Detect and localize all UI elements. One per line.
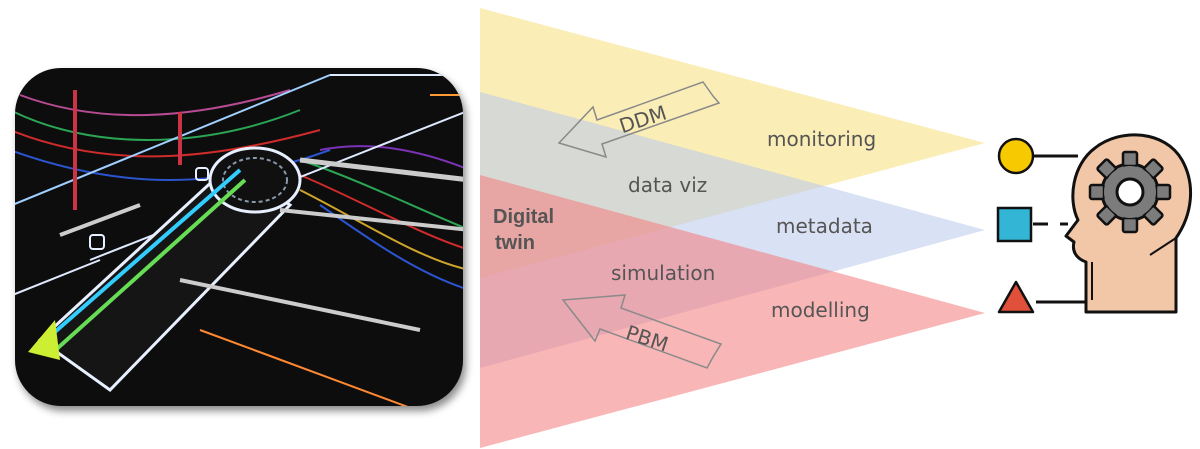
monitoring-label: monitoring <box>767 127 876 151</box>
triangle-shape-icon <box>997 280 1035 314</box>
gear-icon <box>1088 150 1172 234</box>
modelling-label: modelling <box>771 298 870 322</box>
simulation-label: simulation <box>611 261 715 285</box>
digital-twin-label-line1: Digital <box>493 206 554 228</box>
human-head-gear-icon <box>1064 133 1193 314</box>
simulation-image-panel <box>15 68 463 406</box>
square-shape-icon <box>996 206 1033 243</box>
circle-shape-icon <box>997 137 1035 175</box>
red-beam <box>480 175 985 448</box>
beams <box>480 8 985 448</box>
data-viz-label: data viz <box>628 173 707 197</box>
shape-icons <box>996 137 1090 314</box>
metadata-label: metadata <box>776 214 873 238</box>
digital-twin-label-line2: twin <box>495 232 535 254</box>
flow-simulation-render <box>15 74 463 406</box>
